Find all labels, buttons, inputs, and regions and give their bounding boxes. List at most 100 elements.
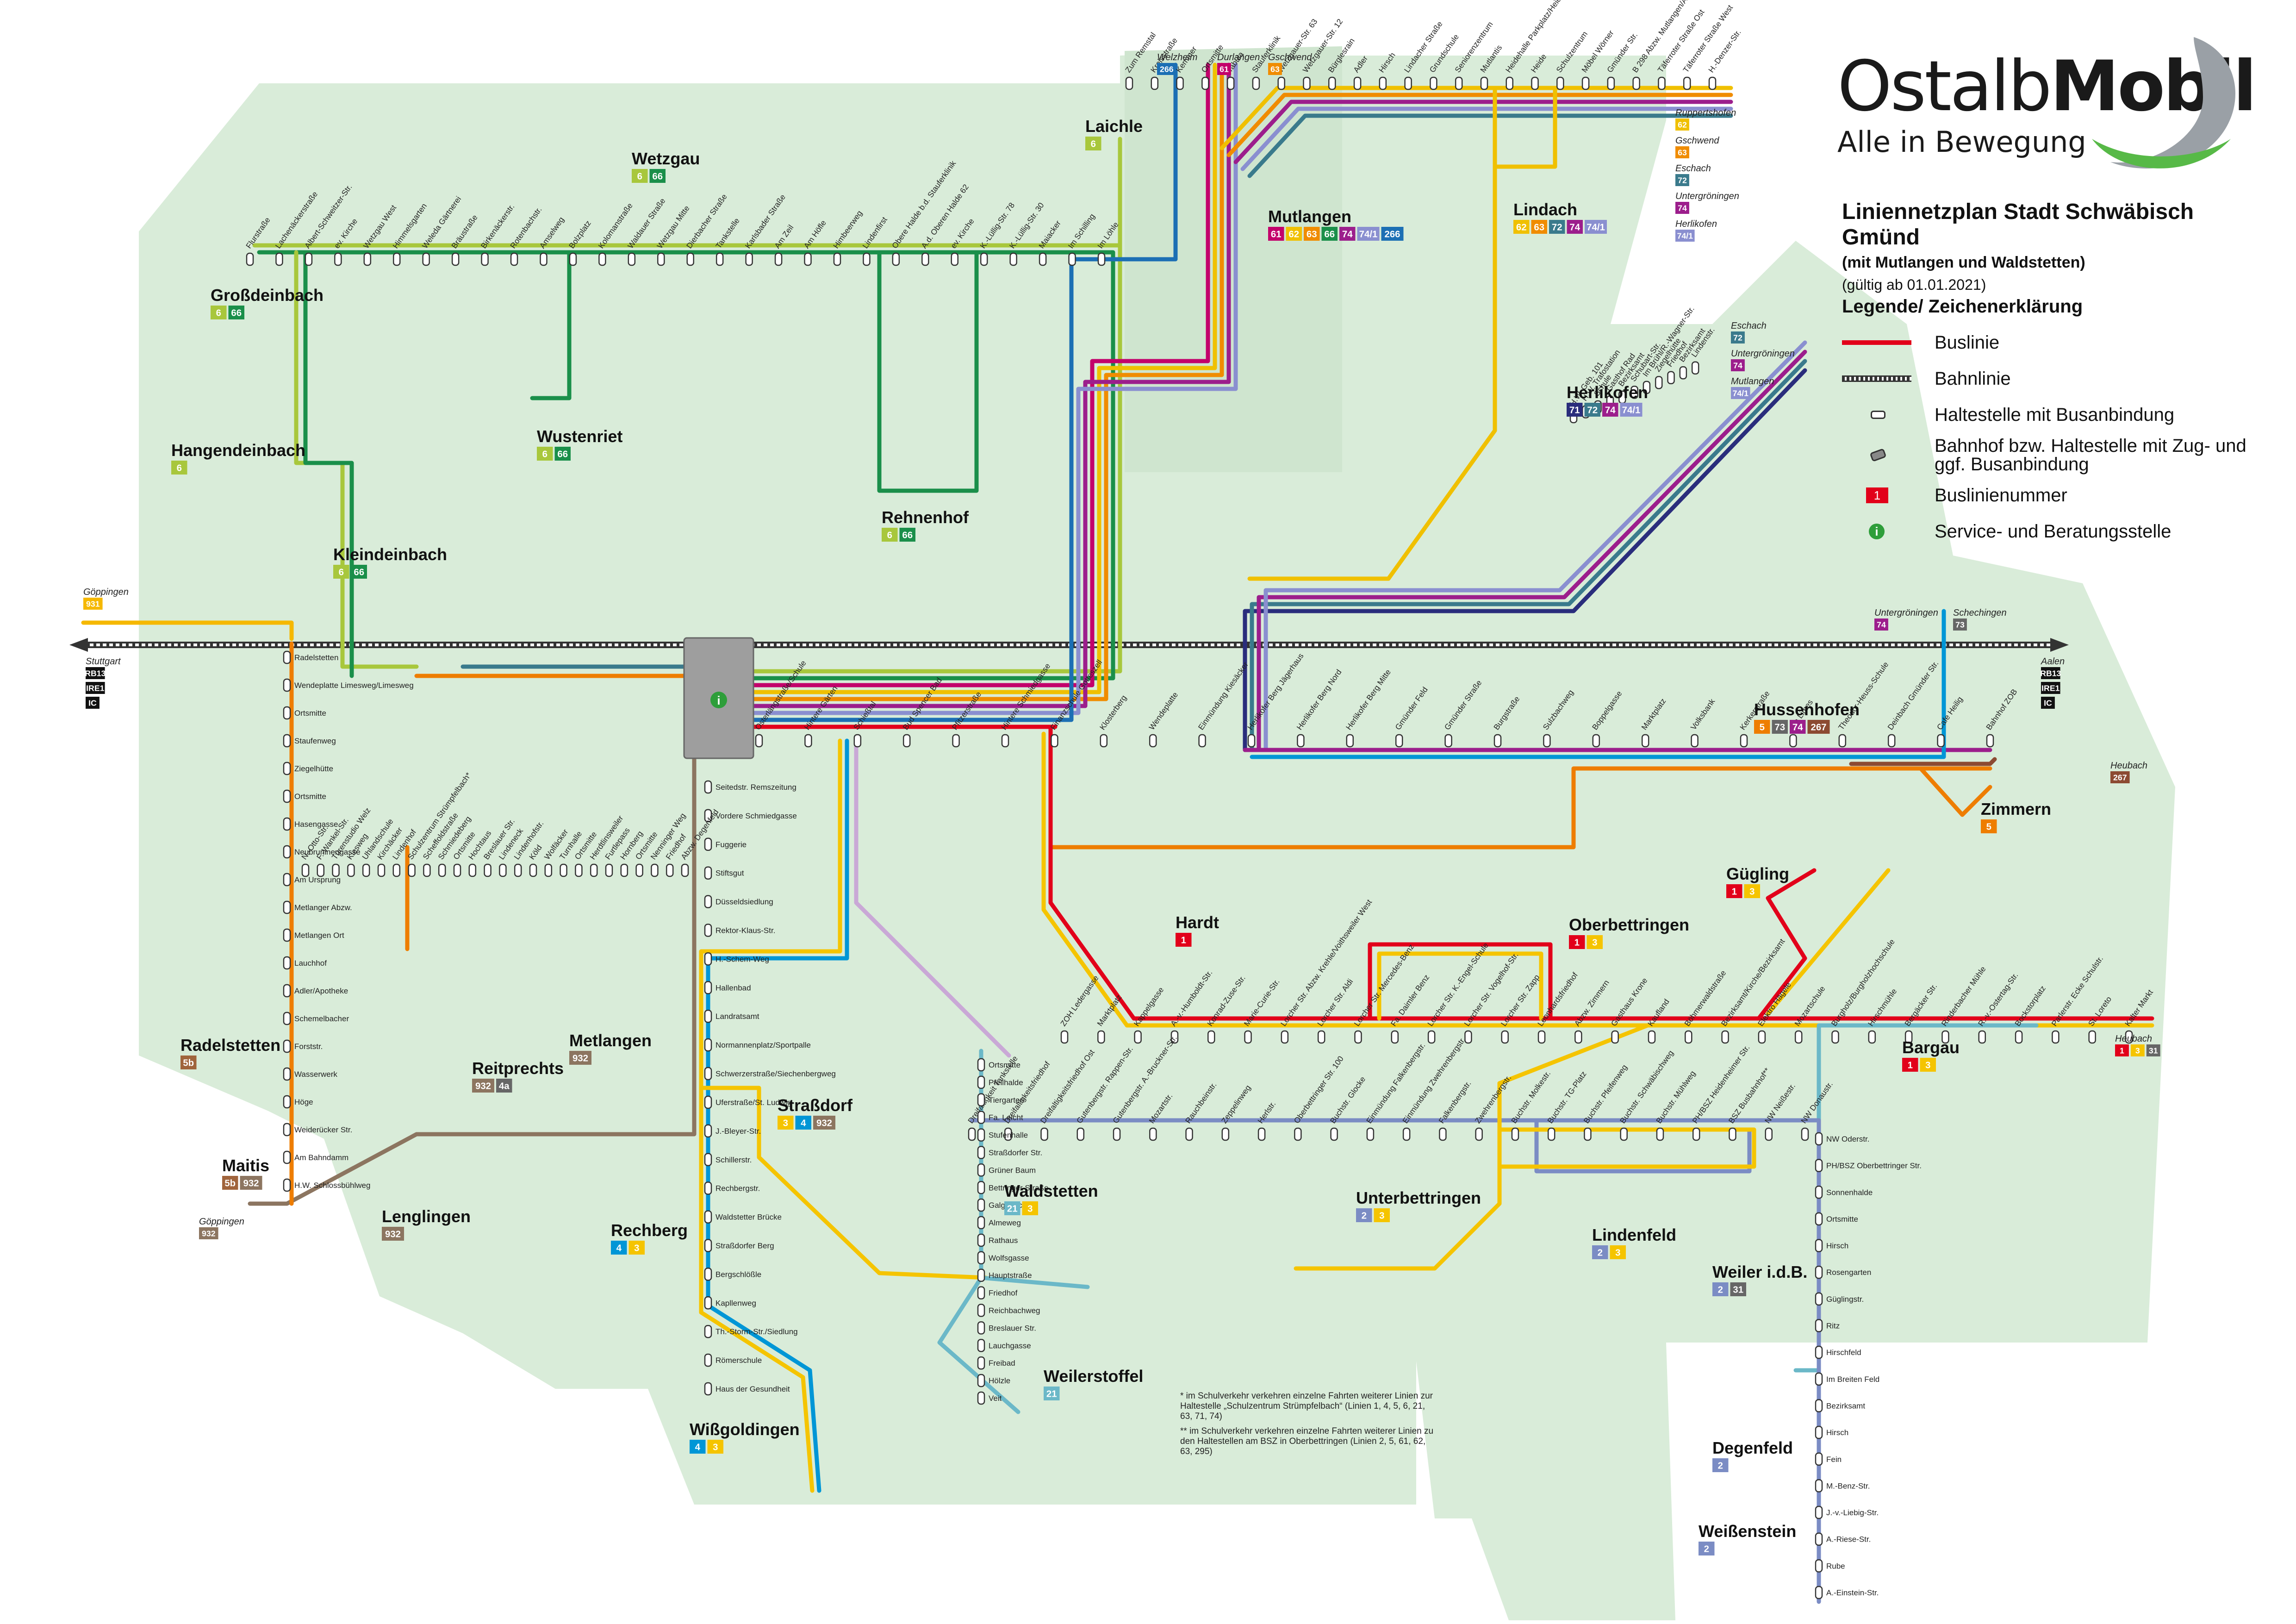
bus-stop[interactable]: Rathaus: [977, 1233, 1018, 1247]
bus-stop[interactable]: Friedhof: [977, 1286, 1018, 1299]
bus-stop[interactable]: Ortsmitte: [283, 706, 326, 720]
bus-stop[interactable]: Uferstraße/St. Ludwig: [704, 1095, 791, 1109]
bus-stop[interactable]: Ortsmitte: [1815, 1212, 1858, 1226]
bus-stop[interactable]: Rechbergstr.: [704, 1181, 760, 1195]
bus-stop[interactable]: Normannenplatz/Sportpalle: [704, 1038, 811, 1052]
bus-stop[interactable]: Weiderücker Str.: [283, 1123, 352, 1137]
bus-stop[interactable]: Hasengasse: [283, 817, 338, 831]
bus-stop[interactable]: Metlangen Ort: [283, 928, 344, 942]
bus-stop[interactable]: Radelstetten: [283, 650, 338, 664]
bus-stop[interactable]: A.-Riese-Str.: [1815, 1532, 1871, 1546]
bus-stop[interactable]: Hallenbad: [704, 981, 751, 994]
bus-stop[interactable]: PH/BSZ Oberbettringer Str.: [1815, 1159, 1922, 1172]
bus-stop[interactable]: H.-Schem-Weg: [704, 952, 769, 966]
bus-stop[interactable]: Kapllenweg: [704, 1296, 756, 1310]
bus-stop[interactable]: Hauptstraße: [977, 1268, 1032, 1282]
bus-stop[interactable]: Reichbachweg: [977, 1304, 1040, 1317]
bus-stop[interactable]: Straßdorfer Berg: [704, 1239, 774, 1252]
bus-stop[interactable]: Ortsmitte: [283, 789, 326, 803]
bus-stop[interactable]: Seitedstr. Remszeitung: [704, 780, 796, 794]
bus-stop[interactable]: Neubruninengasse: [283, 845, 361, 859]
bus-stop[interactable]: Höge: [283, 1095, 313, 1109]
bus-stop[interactable]: Forststr.: [283, 1039, 323, 1053]
bus-stop[interactable]: J.-Bleyer-Str.: [704, 1124, 761, 1138]
bus-stop[interactable]: Metlanger Abzw.: [283, 900, 352, 914]
bus-stop[interactable]: Straßdorfer Str.: [977, 1146, 1042, 1159]
bus-stop[interactable]: Waldstetter Brücke: [704, 1210, 782, 1224]
bus-stop[interactable]: Fa. Leicht: [977, 1111, 1023, 1124]
bus-stop[interactable]: Bezirksamt: [1815, 1399, 1865, 1412]
bus-stop[interactable]: Wasserwerk: [283, 1067, 337, 1081]
bus-stop[interactable]: Am Bahndamm: [283, 1150, 348, 1164]
bus-stop[interactable]: Staufenweg: [283, 734, 336, 748]
bus-stop[interactable]: Freibad: [977, 1356, 1015, 1370]
bus-stop[interactable]: Pfeilhalde: [977, 1075, 1023, 1089]
bus-stop[interactable]: Breslauer Str.: [977, 1321, 1036, 1335]
bus-stop[interactable]: Fein: [1815, 1452, 1842, 1466]
bus-stop[interactable]: Sonnenhalde: [1815, 1186, 1873, 1199]
bus-stop[interactable]: Bettringer Straße: [977, 1181, 1048, 1194]
bus-stop[interactable]: Stiftsgut: [704, 866, 744, 880]
bus-stop[interactable]: Hirschfeld: [1815, 1345, 1861, 1359]
bus-stop[interactable]: Hölzle: [977, 1374, 1010, 1387]
bus-stop[interactable]: J.-v.-Liebig-Str.: [1815, 1505, 1879, 1519]
bus-stop[interactable]: Almeweg: [977, 1216, 1021, 1230]
bus-stop[interactable]: Landratsamt: [704, 1009, 759, 1023]
bus-stop[interactable]: Th.-Storm-Str./Siedlung: [704, 1324, 798, 1338]
bus-stop[interactable]: Stufenhalle: [977, 1128, 1028, 1142]
bus-stop[interactable]: Schillerstr.: [704, 1153, 752, 1167]
bus-stop[interactable]: Lauchhof: [283, 956, 327, 970]
bus-stop[interactable]: Ortsmitte: [977, 1058, 1020, 1072]
bus-stop[interactable]: Hirsch: [1815, 1239, 1848, 1252]
bus-stop[interactable]: M.-Benz-Str.: [1815, 1479, 1870, 1493]
bus-stop[interactable]: Bergschlößle: [704, 1268, 761, 1281]
bus-stop[interactable]: Schemelbacher: [283, 1012, 349, 1025]
bus-stop[interactable]: Vordere Schmiedgasse: [704, 809, 797, 823]
bus-stop[interactable]: Rektor-Klaus-Str.: [704, 924, 775, 937]
info-icon[interactable]: [710, 692, 727, 708]
bus-stop[interactable]: Veit: [977, 1391, 1002, 1405]
bus-stop[interactable]: Wolfsgasse: [977, 1251, 1029, 1265]
bus-stop[interactable]: Adler/Apotheke: [283, 984, 348, 998]
bus-stop[interactable]: Im Breiten Feld: [1815, 1372, 1879, 1386]
bus-stop[interactable]: Schwerzerstraße/Siechenbergweg: [704, 1067, 836, 1081]
bus-stop[interactable]: Grüner Baum: [977, 1163, 1036, 1177]
bus-stop[interactable]: Fuggerie: [704, 837, 747, 851]
bus-stop[interactable]: H.W. Schlossbühlweg: [283, 1178, 370, 1192]
bus-stop[interactable]: Römerschule: [704, 1353, 762, 1367]
bus-stop[interactable]: Lauchgasse: [977, 1339, 1031, 1352]
bus-stop[interactable]: Tiergarten: [977, 1093, 1024, 1107]
bus-stop[interactable]: Güglingstr.: [1815, 1292, 1864, 1306]
bus-stop[interactable]: Ritz: [1815, 1319, 1840, 1332]
bus-stop[interactable]: A.-Einstein-Str.: [1815, 1586, 1879, 1599]
bus-stop[interactable]: Haus der Gesundheit: [704, 1382, 790, 1396]
bus-stop[interactable]: Am Ursprung: [283, 873, 341, 887]
